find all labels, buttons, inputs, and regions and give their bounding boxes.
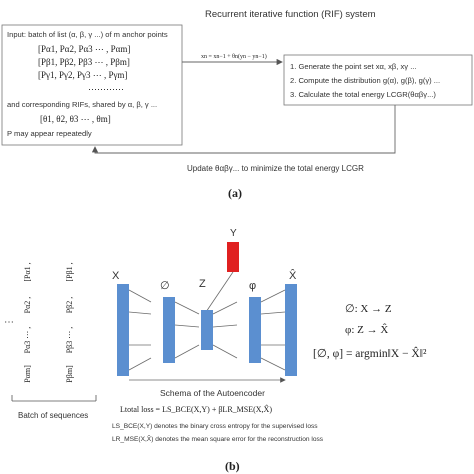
seq-col2-item4: Pβm] [65, 365, 74, 383]
theta-row: [θ1, θ2, θ3 ⋯ , θm] [40, 114, 111, 124]
label-varphi: φ [249, 280, 256, 292]
input-row-gamma: [Pγ1, Pγ2, Pγ3 ⋯ , Pγm] [38, 70, 127, 80]
panel-b-label: (b) [225, 459, 240, 473]
rif-title: Recurrent iterative function (RIF) syste… [205, 9, 376, 20]
loss-desc-1: LS_BCE(X,Y) denotes the binary cross ent… [112, 423, 318, 430]
step-3: 3. Calculate the total energy LCGR(θαβγ.… [290, 90, 436, 99]
input-row-alpha: [Pα1, Pα2, Pα3 ⋯ , Pαm] [38, 44, 130, 54]
input-dots: ⋯⋯⋯⋯ [88, 84, 124, 94]
step-2: 2. Compute the distribution g(α), g(β), … [290, 76, 440, 85]
label-phi: ∅ [160, 280, 170, 292]
input-box [1, 24, 183, 146]
layer-z [201, 310, 213, 350]
batch-label: Batch of sequences [18, 411, 88, 420]
eq-decoder: φ: Z → X̂ [345, 323, 388, 336]
layer-encoder-hidden [163, 297, 175, 363]
update-text: Update θαβγ... to minimize the total ene… [187, 164, 364, 173]
layer-x [117, 284, 129, 376]
label-xhat: X̂ [289, 268, 297, 282]
loss-formula: Ltotal loss = LS_BCE(X,Y) + βLR_MSE(X,X̂… [120, 403, 272, 414]
seq-col1-item1: [Pα1 , [23, 262, 32, 281]
label-x: X [112, 270, 120, 282]
left-dots: ⋯ [4, 317, 14, 328]
seq-col1-item4: Pαm] [23, 365, 32, 383]
rifs-line: and corresponding RIFs, shared by α, β, … [7, 100, 157, 109]
seq-col1-item2: Pα2 , [23, 297, 32, 314]
update-arrow [91, 105, 396, 154]
input-row-beta: [Pβ1, Pβ2, Pβ3 ⋯ , Pβm] [38, 57, 130, 67]
schema-title: Schema of the Autoencoder [160, 388, 265, 398]
step-1: 1. Generate the point set xα, xβ, xγ ... [290, 62, 417, 71]
label-z: Z [199, 278, 206, 290]
eq-argmin: [∅, φ] = argmin‖X − X̂‖² [313, 346, 427, 360]
seq-col2-item2: Pβ2 , [65, 297, 74, 314]
seq-col2-item3: Pβ3 ⋯ , [65, 327, 74, 354]
connections [128, 271, 286, 371]
label-y: Y [230, 228, 237, 239]
panel-a-label: (a) [228, 186, 242, 200]
repeat-line: P may appear repeatedly [7, 129, 92, 138]
eq-encoder: ∅: X → Z [345, 303, 392, 315]
layer-xhat [285, 284, 297, 376]
rif-formula: xn = xn−1 + θn(yn − yn−1) [201, 53, 267, 60]
loss-desc-2: LR_MSE(X,X̂) denotes the mean square err… [112, 435, 324, 443]
seq-col1-item3: Pα3 ⋯ , [23, 327, 32, 354]
input-line: Input: batch of list (α, β, γ ...) of m … [7, 30, 168, 39]
seq-col2-item1: [Pβ1 , [65, 262, 74, 281]
layer-y-label [227, 242, 239, 272]
layer-decoder-hidden [249, 297, 261, 363]
steps-box [283, 54, 473, 106]
